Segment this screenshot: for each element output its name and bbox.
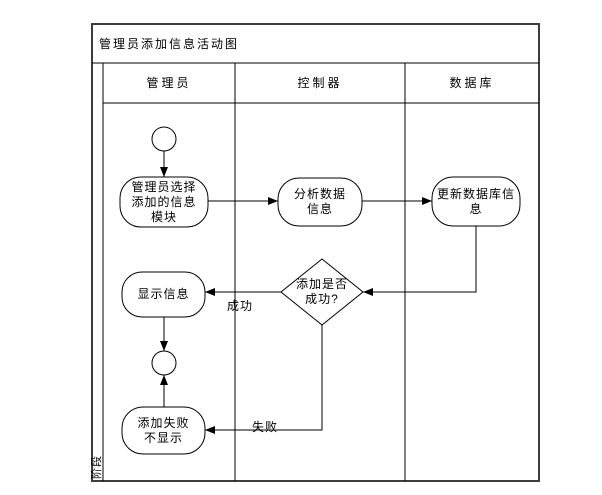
phase-strip-label: 阶段 <box>91 455 103 479</box>
lane-header-admin: 管理员 <box>146 75 192 90</box>
start-node <box>151 126 177 152</box>
connector-update-to-decision <box>363 224 477 296</box>
lane-header-controller: 控制器 <box>297 75 343 90</box>
action-analyze-data <box>277 177 363 227</box>
diagram-title: 管理员添加信息活动图 <box>99 36 240 51</box>
edge-label-success: 成功 <box>227 299 254 313</box>
diagram-frame <box>91 23 540 482</box>
lane-header-database: 数据库 <box>449 75 495 90</box>
action-fail-no-display-label: 添加失败 不显示 <box>137 415 190 445</box>
action-update-db-label: 更新数据库信 息 <box>436 186 515 216</box>
action-fail-no-display <box>121 406 206 455</box>
action-display-info-label: 显示信息 <box>137 287 190 301</box>
decision-node-label: 添加是否 成功? <box>295 277 348 306</box>
action-analyze-data-label: 分析数据 信息 <box>293 187 346 216</box>
end-node <box>151 350 177 376</box>
connector-decision-to-fail <box>205 325 323 434</box>
action-update-db <box>431 176 521 227</box>
action-select-module-label: 管理员选择 添加的信息 模块 <box>131 179 197 224</box>
action-display-info <box>121 271 206 318</box>
action-select-module <box>119 176 209 228</box>
decision-node <box>280 258 364 326</box>
edge-label-failure: 失败 <box>252 420 279 434</box>
